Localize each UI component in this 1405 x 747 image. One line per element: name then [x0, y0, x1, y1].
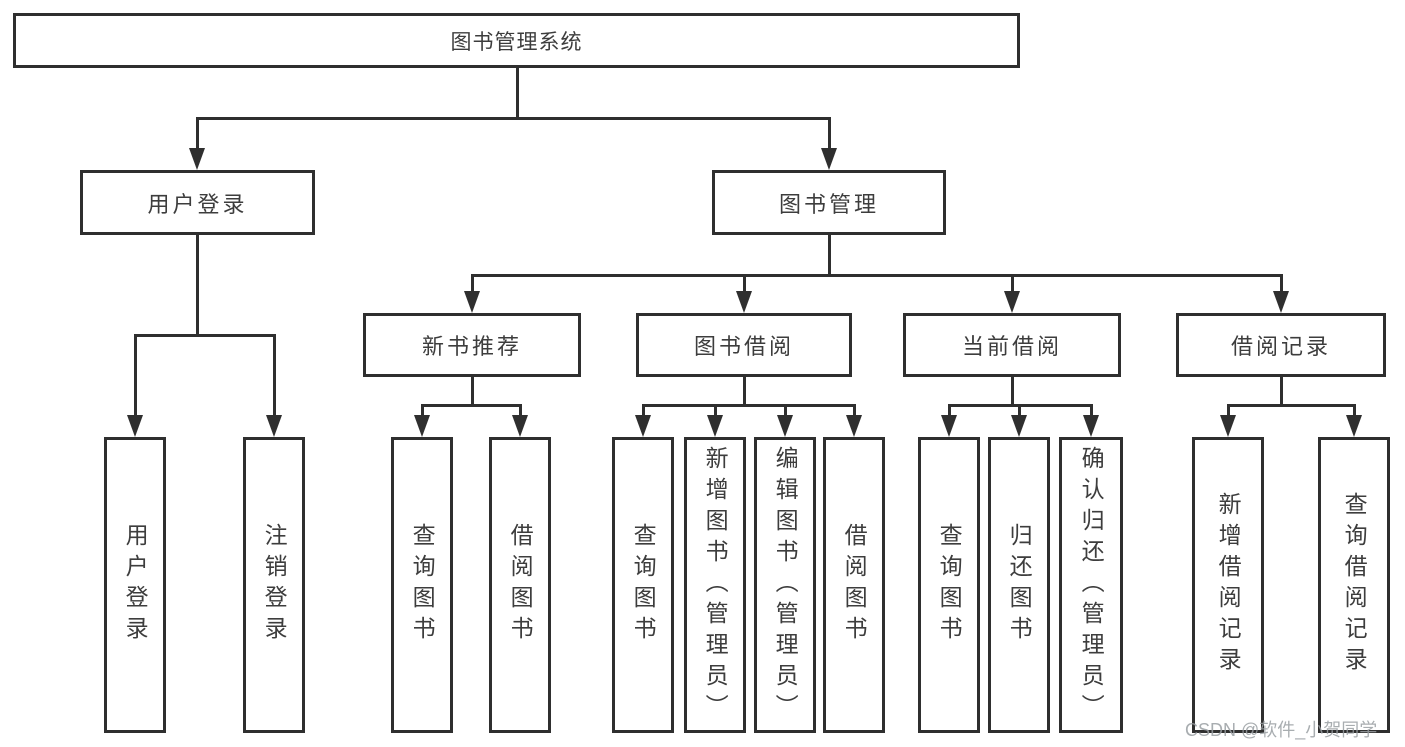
leaf-label: 查询借阅记录 — [1341, 492, 1368, 678]
csdn-watermark: CSDN @软件_小贺同学 — [1185, 720, 1378, 740]
connector — [196, 117, 199, 150]
connector — [784, 404, 787, 417]
arrow-down-icon — [736, 291, 752, 313]
arrow-down-icon — [266, 415, 282, 437]
connector — [1011, 274, 1014, 293]
arrow-down-icon — [635, 415, 651, 437]
leaf-add-borrow-record: 新增借阅记录 — [1192, 437, 1264, 733]
connector — [743, 375, 746, 406]
connector — [516, 68, 519, 118]
connector — [1227, 404, 1355, 407]
leaf-query-books-current: 查询图书 — [918, 437, 980, 733]
arrow-down-icon — [777, 415, 793, 437]
node-new-book-recommendation: 新书推荐 — [363, 313, 581, 377]
leaf-user-login: 用户登录 — [104, 437, 166, 733]
connector — [1280, 375, 1283, 406]
leaf-return-books: 归还图书 — [988, 437, 1050, 733]
leaf-add-books-admin: 新增图书（管理员） — [684, 437, 746, 733]
connector — [471, 274, 1282, 277]
connector — [196, 117, 830, 120]
arrow-down-icon — [1011, 415, 1027, 437]
arrow-down-icon — [1220, 415, 1236, 437]
leaf-label: 借阅图书 — [841, 523, 868, 647]
node-library-management-system: 图书管理系统 — [13, 13, 1020, 68]
leaf-query-books-borrowing: 查询图书 — [612, 437, 674, 733]
connector — [828, 234, 831, 276]
connector — [1280, 274, 1283, 293]
leaf-label: 编辑图书（管理员） — [772, 445, 799, 725]
connector — [1353, 404, 1356, 417]
leaf-label: 归还图书 — [1006, 523, 1033, 647]
leaf-query-borrow-record: 查询借阅记录 — [1318, 437, 1390, 733]
connector — [421, 404, 424, 417]
connector — [273, 334, 276, 416]
connector — [134, 334, 137, 416]
arrow-down-icon — [127, 415, 143, 437]
arrow-down-icon — [512, 415, 528, 437]
leaf-label: 确认归还（管理员） — [1078, 445, 1105, 725]
connector — [1018, 404, 1021, 417]
leaf-edit-books-admin: 编辑图书（管理员） — [754, 437, 816, 733]
connector — [196, 234, 199, 335]
leaf-label: 借阅图书 — [507, 523, 534, 647]
arrow-down-icon — [1273, 291, 1289, 313]
connector — [421, 404, 521, 407]
connector — [642, 404, 855, 407]
leaf-borrow-books: 借阅图书 — [823, 437, 885, 733]
leaf-label: 用户登录 — [122, 523, 149, 647]
connector — [853, 404, 856, 417]
arrow-down-icon — [464, 291, 480, 313]
arrow-down-icon — [414, 415, 430, 437]
leaf-confirm-return-admin: 确认归还（管理员） — [1059, 437, 1123, 733]
arrow-down-icon — [1004, 291, 1020, 313]
leaf-query-books-recommend: 查询图书 — [391, 437, 453, 733]
arrow-down-icon — [1346, 415, 1362, 437]
leaf-label: 查询图书 — [409, 523, 436, 647]
leaf-logout: 注销登录 — [243, 437, 305, 733]
arrow-down-icon — [941, 415, 957, 437]
node-user-login: 用户登录 — [80, 170, 315, 235]
connector — [743, 274, 746, 293]
node-book-borrowing: 图书借阅 — [636, 313, 852, 377]
connector — [471, 274, 474, 293]
connector — [1227, 404, 1230, 417]
connector — [134, 334, 276, 337]
connector — [471, 375, 474, 406]
arrow-down-icon — [1083, 415, 1099, 437]
arrow-down-icon — [707, 415, 723, 437]
leaf-label: 查询图书 — [630, 523, 657, 647]
connector — [1090, 404, 1093, 417]
connector — [519, 404, 522, 417]
leaf-label: 新增图书（管理员） — [702, 445, 729, 725]
leaf-label: 查询图书 — [936, 523, 963, 647]
connector — [714, 404, 717, 417]
arrow-down-icon — [821, 148, 837, 170]
connector — [828, 117, 831, 150]
node-borrowing-records: 借阅记录 — [1176, 313, 1386, 377]
connector — [642, 404, 645, 417]
leaf-label: 新增借阅记录 — [1215, 492, 1242, 678]
node-current-borrowing: 当前借阅 — [903, 313, 1121, 377]
node-book-management: 图书管理 — [712, 170, 946, 235]
arrow-down-icon — [846, 415, 862, 437]
connector — [948, 404, 951, 417]
arrow-down-icon — [189, 148, 205, 170]
leaf-label: 注销登录 — [261, 523, 288, 647]
connector — [1011, 375, 1014, 406]
leaf-borrow-books-recommend: 借阅图书 — [489, 437, 551, 733]
